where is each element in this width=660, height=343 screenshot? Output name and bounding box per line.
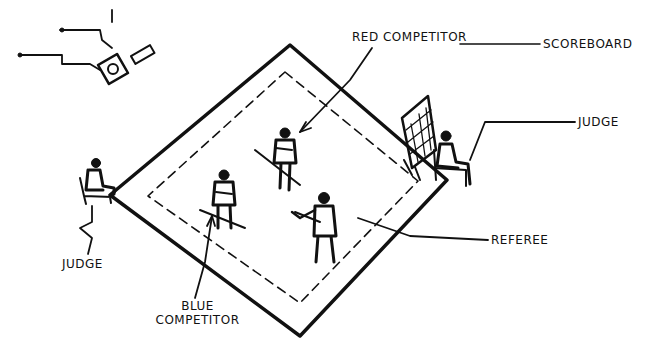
device-body bbox=[98, 54, 128, 84]
leader-line bbox=[195, 216, 212, 298]
start-line bbox=[200, 210, 245, 228]
scoreboard-frame bbox=[402, 96, 436, 168]
blue-competitor-figure bbox=[213, 170, 235, 228]
referee-figure bbox=[292, 193, 336, 263]
body bbox=[213, 182, 235, 228]
scoreboard-figure bbox=[402, 96, 436, 180]
leader-line bbox=[460, 43, 540, 45]
cable bbox=[60, 30, 112, 48]
mat-outline bbox=[110, 45, 447, 336]
cable bbox=[111, 10, 113, 22]
callout-label: JUDGE bbox=[62, 257, 132, 271]
callout-label: BLUE COMPETITOR bbox=[150, 299, 245, 327]
leader-line bbox=[300, 48, 372, 132]
callout-label: JUDGE bbox=[578, 115, 648, 129]
head bbox=[441, 131, 451, 141]
body bbox=[274, 140, 296, 190]
arms bbox=[276, 148, 292, 150]
callout-label: REFEREE bbox=[491, 233, 591, 247]
callout-label: SCOREBOARD bbox=[543, 37, 653, 51]
arrow-head bbox=[207, 216, 215, 226]
head bbox=[319, 193, 330, 204]
chair bbox=[434, 150, 466, 186]
right-judge-figure bbox=[434, 131, 470, 186]
start-line bbox=[255, 150, 300, 185]
leader-line bbox=[358, 218, 488, 240]
cable-end bbox=[60, 28, 64, 32]
scoreboard-grid bbox=[406, 108, 434, 162]
head bbox=[92, 159, 101, 168]
head bbox=[219, 170, 229, 180]
head bbox=[280, 128, 290, 138]
callout-label: RED COMPETITOR bbox=[352, 30, 512, 44]
leader-line bbox=[80, 206, 92, 254]
chair bbox=[80, 178, 116, 204]
cable bbox=[20, 55, 100, 70]
leader-line bbox=[470, 122, 575, 160]
red-competitor-figure bbox=[274, 128, 296, 190]
arrow-head bbox=[300, 122, 311, 132]
body bbox=[86, 170, 114, 194]
arms bbox=[216, 192, 232, 194]
device-dial bbox=[108, 64, 118, 74]
scoreboard-stand bbox=[404, 160, 420, 180]
left-judge-figure bbox=[80, 159, 116, 205]
timer-device bbox=[18, 10, 155, 84]
device-part bbox=[131, 45, 155, 64]
cable-end bbox=[18, 53, 22, 57]
arm bbox=[292, 210, 315, 218]
body bbox=[314, 206, 336, 262]
contest-area bbox=[148, 72, 418, 303]
